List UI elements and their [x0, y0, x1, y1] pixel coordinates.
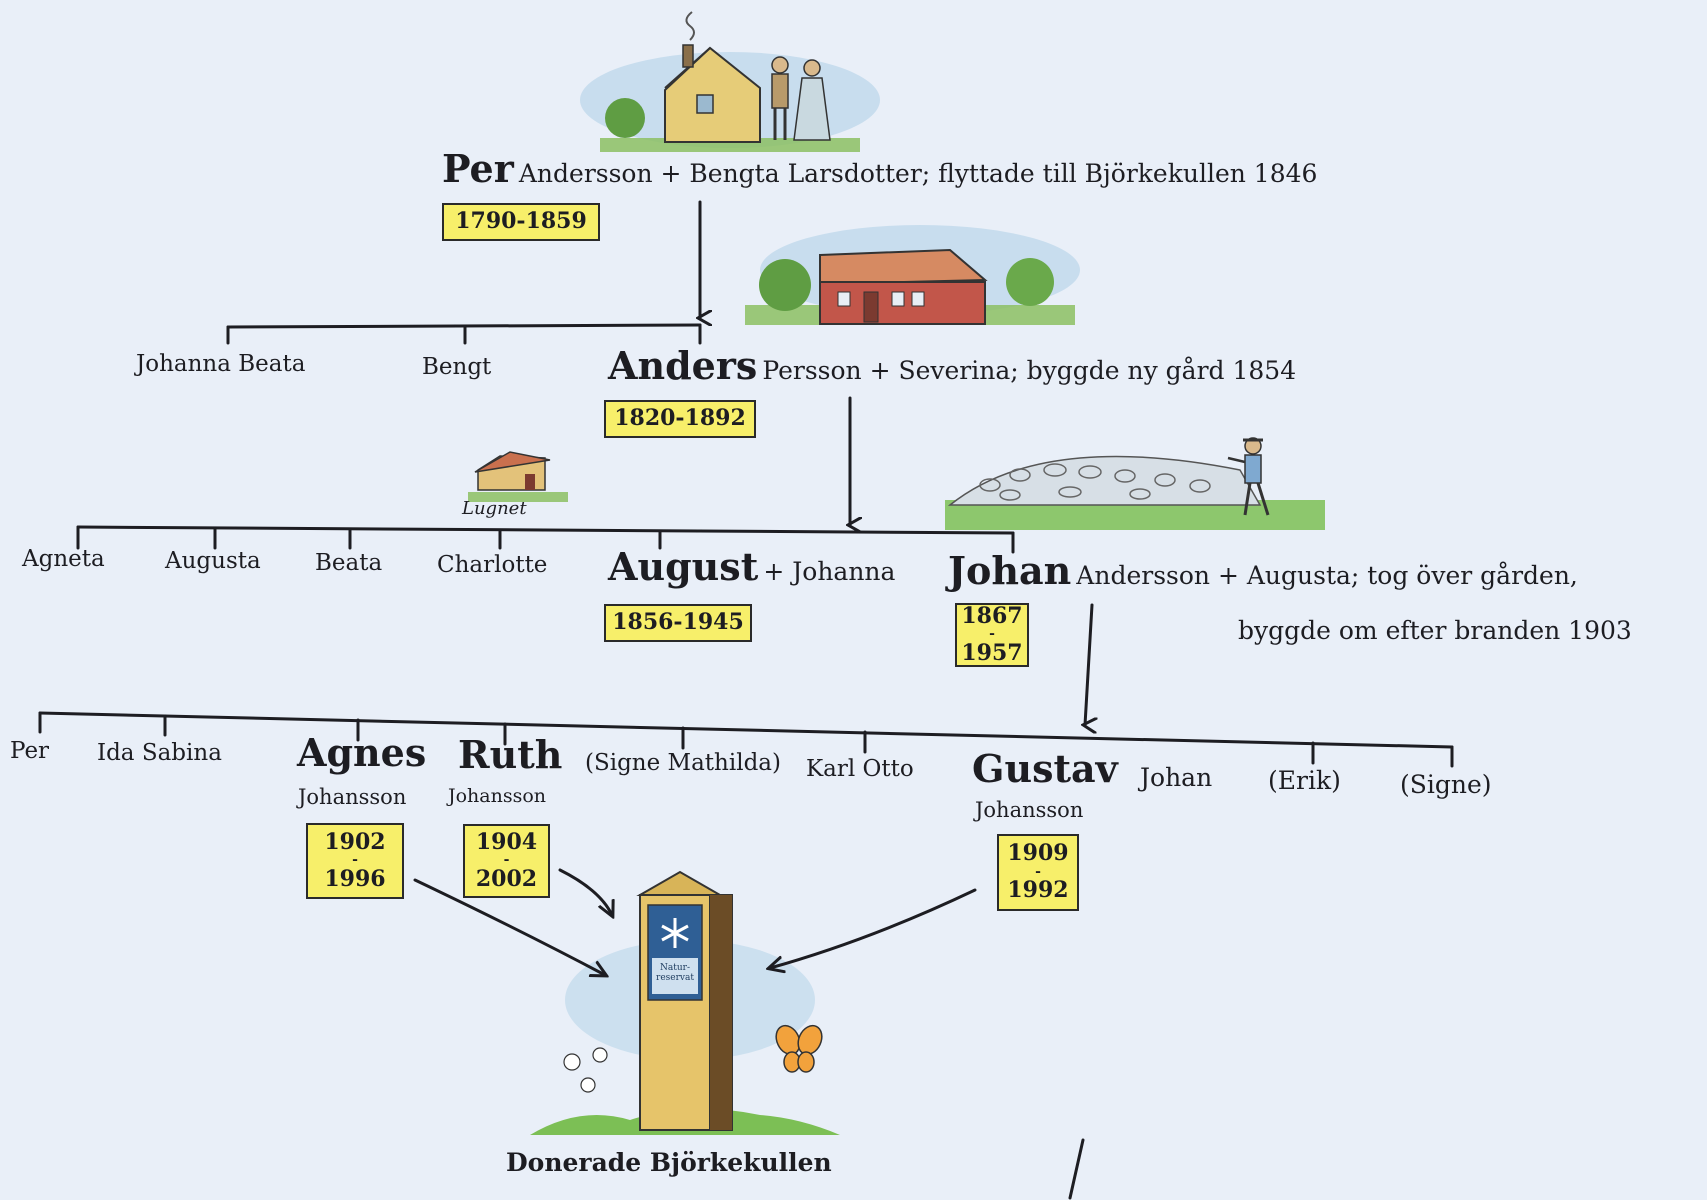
per-andersson-entry: Per Andersson + Bengta Larsdotter; flytt… [442, 150, 1317, 188]
gustav-dates-box: 1909 - 1992 [997, 834, 1079, 911]
agnes-dates-separator: - [352, 852, 358, 869]
august-description: + Johanna [763, 557, 896, 586]
agnes-surname: Johansson [298, 785, 407, 809]
sibling-per: Per [10, 738, 50, 764]
farmhouse-illustration [745, 225, 1080, 325]
lugnet-label: Lugnet [462, 498, 527, 519]
per-dates: 1790-1859 [455, 208, 587, 235]
sibling-ida-sabina: Ida Sabina [97, 740, 222, 766]
agnes-death: 1996 [324, 865, 386, 892]
ruth-death: 2002 [475, 865, 538, 892]
butterfly-icon [775, 1024, 823, 1073]
gustav-surname: Johansson [975, 798, 1084, 822]
ruth-dates-box: 1904 - 2002 [463, 824, 550, 898]
sibling-beata: Beata [315, 550, 383, 576]
agnes-first-name: Agnes [297, 730, 427, 775]
sibling-signe: (Signe) [1400, 770, 1492, 799]
johan-dates-box: 1867 - 1957 [955, 603, 1029, 667]
gustav-first-name: Gustav [972, 746, 1118, 791]
august-dates-box: 1856-1945 [604, 604, 752, 642]
agnes-birth: 1902 [324, 828, 386, 855]
nature-reserve-sign-text: Natur-reservat [656, 963, 694, 983]
gustav-dates-separator: - [1035, 863, 1041, 880]
per-dates-box: 1790-1859 [442, 203, 600, 241]
gustav-birth: 1909 [1007, 840, 1069, 867]
stone-wall-worker-illustration [945, 437, 1325, 530]
johan-dates-separator: - [989, 626, 995, 643]
sibling-augusta: Augusta [165, 548, 261, 574]
anders-persson-entry: Anders Persson + Severina; byggde ny går… [608, 347, 1296, 385]
august-entry: August + Johanna [608, 548, 895, 586]
cabin-couple-illustration [580, 11, 880, 152]
ruth-first-name: Ruth [458, 732, 563, 777]
august-first-name: August [608, 544, 759, 589]
sibling-bengt: Bengt [422, 354, 492, 380]
sibling-johanna-beata: Johanna Beata [136, 351, 306, 377]
sibling-johan: Johan [1140, 763, 1213, 792]
sibling-signe-mathilda: (Signe Mathilda) [585, 750, 781, 776]
ruth-surname: Johansson [448, 785, 547, 807]
johan-andersson-entry: Johan Andersson + Augusta; tog över gård… [948, 552, 1578, 590]
anders-dates-box: 1820-1892 [604, 400, 756, 438]
johan-birth: 1867 [961, 602, 1023, 629]
sibling-erik: (Erik) [1268, 766, 1341, 795]
agnes-dates-box: 1902 - 1996 [306, 823, 404, 899]
johan-first-name: Johan [948, 548, 1072, 593]
anders-dates: 1820-1892 [614, 405, 746, 432]
august-dates: 1856-1945 [612, 609, 744, 636]
anders-description: Persson + Severina; byggde ny gård 1854 [762, 356, 1297, 385]
donation-caption: Donerade Björkekullen [506, 1148, 832, 1177]
sibling-charlotte: Charlotte [437, 552, 548, 578]
lugnet-cottage-illustration [468, 451, 568, 502]
per-first-name: Per [442, 146, 514, 191]
anders-first-name: Anders [608, 343, 758, 388]
tree-connectors [38, 200, 1454, 1200]
johan-description-line1: Andersson + Augusta; tog över gården, [1076, 561, 1578, 590]
flower-icon [563, 1047, 608, 1093]
sibling-agneta: Agneta [22, 546, 105, 572]
ruth-birth: 1904 [475, 828, 538, 855]
johan-description-line2: byggde om efter branden 1903 [1238, 616, 1632, 645]
per-description: Andersson + Bengta Larsdotter; flyttade … [518, 159, 1318, 188]
sibling-karl-otto: Karl Otto [806, 756, 914, 782]
nature-reserve-signpost-illustration [530, 870, 840, 1135]
gustav-death: 1992 [1007, 877, 1069, 904]
ruth-dates-separator: - [503, 852, 510, 869]
johan-death: 1957 [961, 639, 1023, 666]
